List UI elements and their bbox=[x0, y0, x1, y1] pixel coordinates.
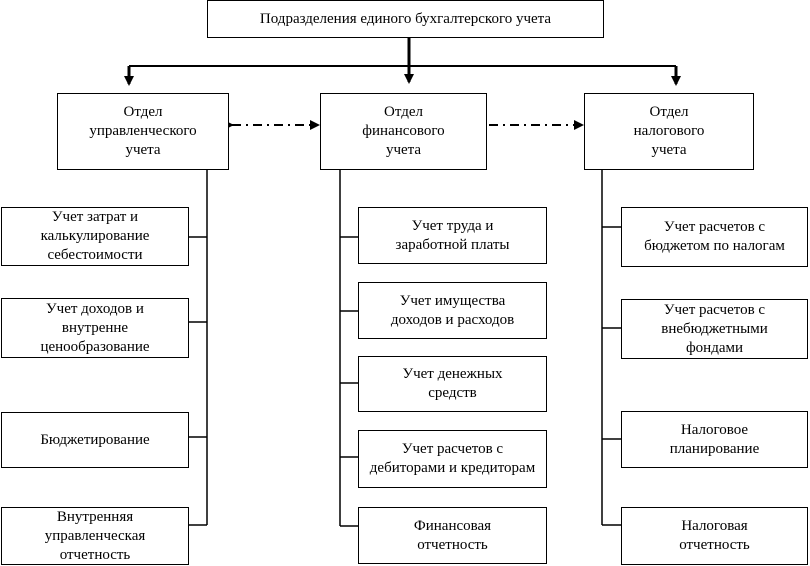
item-label: Бюджетирование bbox=[40, 431, 150, 448]
item-label: Финансовая отчетность bbox=[413, 517, 492, 553]
item-label: Учет расчетов с внебюджетными фондами bbox=[661, 301, 768, 356]
item-label: Учет расчетов с бюджетом по налогам bbox=[644, 219, 785, 254]
item-label: Внутренняя управленческая отчетность bbox=[44, 508, 146, 563]
item-label: Учет затрат и калькулирование себестоимо… bbox=[40, 209, 150, 263]
financial-item: Учет труда и заработной платы bbox=[358, 207, 547, 264]
financial-item: Учет денежных средств bbox=[358, 356, 547, 412]
management-item: Внутренняя управленческая отчетность bbox=[1, 507, 189, 565]
financial-item: Финансовая отчетность bbox=[358, 507, 547, 564]
department-label: Отдел управленческого учета bbox=[89, 104, 197, 158]
department-tax: Отдел налогового учета bbox=[584, 93, 754, 170]
item-label: Налоговая отчетность bbox=[679, 518, 750, 553]
item-label: Налоговое планирование bbox=[669, 421, 760, 457]
financial-item: Учет имущества доходов и расходов bbox=[358, 282, 547, 339]
department-management: Отдел управленческого учета bbox=[57, 93, 229, 170]
root-label: Подразделения единого бухгалтерского уче… bbox=[259, 10, 552, 27]
item-label: Учет имущества доходов и расходов bbox=[390, 292, 515, 328]
management-item: Учет затрат и калькулирование себестоимо… bbox=[1, 207, 189, 266]
item-label: Учет труда и заработной платы bbox=[395, 217, 510, 253]
department-label: Отдел финансового учета bbox=[362, 104, 445, 158]
tax-item: Учет расчетов с бюджетом по налогам bbox=[621, 207, 808, 267]
item-label: Учет доходов и внутренне ценообразование bbox=[40, 300, 150, 355]
tax-item: Налоговая отчетность bbox=[621, 507, 808, 565]
tax-item: Учет расчетов с внебюджетными фондами bbox=[621, 299, 808, 359]
department-label: Отдел налогового учета bbox=[633, 104, 705, 158]
tax-item: Налоговое планирование bbox=[621, 411, 808, 468]
department-financial: Отдел финансового учета bbox=[320, 93, 487, 170]
root-node: Подразделения единого бухгалтерского уче… bbox=[207, 0, 604, 38]
financial-item: Учет расчетов с дебиторами и кредиторам bbox=[358, 430, 547, 488]
item-label: Учет расчетов с дебиторами и кредиторам bbox=[369, 441, 536, 476]
management-item: Бюджетирование bbox=[1, 412, 189, 468]
management-item: Учет доходов и внутренне ценообразование bbox=[1, 298, 189, 358]
item-label: Учет денежных средств bbox=[402, 366, 503, 401]
